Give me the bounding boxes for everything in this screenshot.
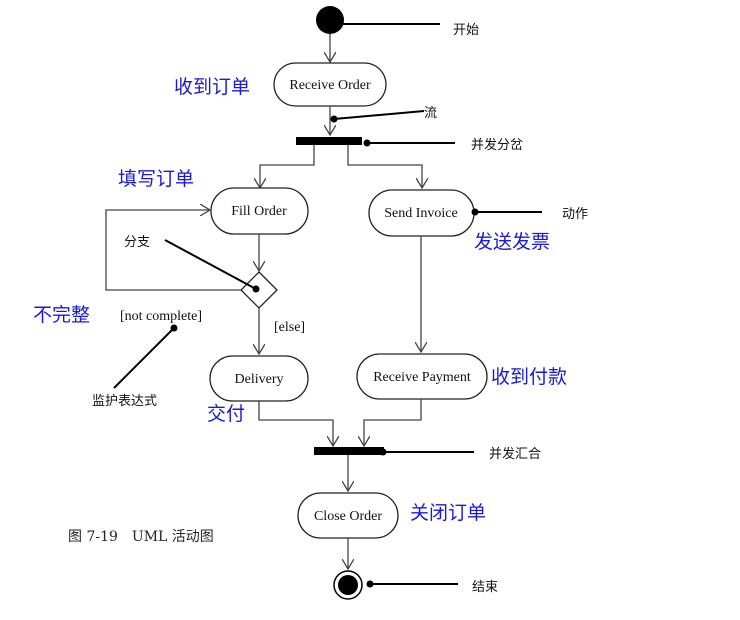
action-receive-order: Receive Order [273, 62, 387, 107]
leader-branch-dot [252, 285, 260, 293]
action-receive-order-label: Receive Order [289, 78, 371, 93]
action-fill-order-label: Fill Order [231, 204, 287, 219]
join-bar [314, 447, 384, 455]
label-delivery-cn: 交付 [207, 403, 245, 425]
note-action: 动作 [562, 207, 588, 222]
leader-flow [333, 110, 425, 120]
final-node [333, 570, 363, 600]
leader-flow-dot [330, 115, 338, 123]
edge-fork-to-fill-order [260, 145, 315, 188]
leader-branch [164, 239, 257, 290]
note-join: 并发汇合 [489, 446, 541, 462]
note-flow: 流 [424, 106, 437, 121]
note-end: 结束 [472, 580, 498, 595]
guard-not-complete: [not complete] [120, 309, 202, 324]
label-receive-order-cn: 收到订单 [174, 76, 250, 98]
note-branch: 分支 [124, 235, 150, 250]
leader-action-dot [471, 208, 479, 216]
leader-fork-dot [363, 139, 371, 147]
figure-caption: 图 7-19 UML 活动图 [68, 529, 214, 545]
leader-end-dot [366, 580, 374, 588]
edge-decision-loop-back [105, 210, 241, 291]
label-incomplete-cn: 不完整 [33, 304, 90, 326]
edge-delivery-to-join [258, 401, 333, 446]
action-send-invoice: Send Invoice [368, 189, 475, 237]
edge-receive-payment-to-join [364, 399, 422, 446]
leader-join-dot [379, 448, 387, 456]
label-close-order-cn: 关闭订单 [410, 502, 486, 524]
action-close-order: Close Order [297, 492, 399, 539]
action-receive-payment: Receive Payment [356, 353, 488, 400]
label-send-invoice-cn: 发送发票 [474, 231, 550, 253]
note-guard-expression: 监护表达式 [92, 394, 157, 409]
initial-node [316, 6, 344, 34]
leader-guard-expression-dot [170, 324, 178, 332]
note-fork: 并发分岔 [471, 137, 523, 153]
label-receive-payment-cn: 收到付款 [491, 366, 567, 388]
fork-bar [296, 137, 362, 145]
action-send-invoice-label: Send Invoice [384, 206, 457, 221]
action-close-order-label: Close Order [314, 509, 382, 524]
label-fill-order-cn: 填写订单 [118, 168, 194, 190]
action-delivery-label: Delivery [235, 372, 284, 387]
note-start: 开始 [453, 23, 479, 38]
action-delivery: Delivery [209, 355, 309, 402]
guard-else: [else] [274, 320, 305, 335]
action-fill-order: Fill Order [210, 187, 309, 235]
annotation-leaders [113, 23, 542, 588]
edge-fork-to-send-invoice [347, 145, 422, 188]
action-receive-payment-label: Receive Payment [373, 370, 471, 385]
leader-guard-expression [113, 327, 175, 389]
